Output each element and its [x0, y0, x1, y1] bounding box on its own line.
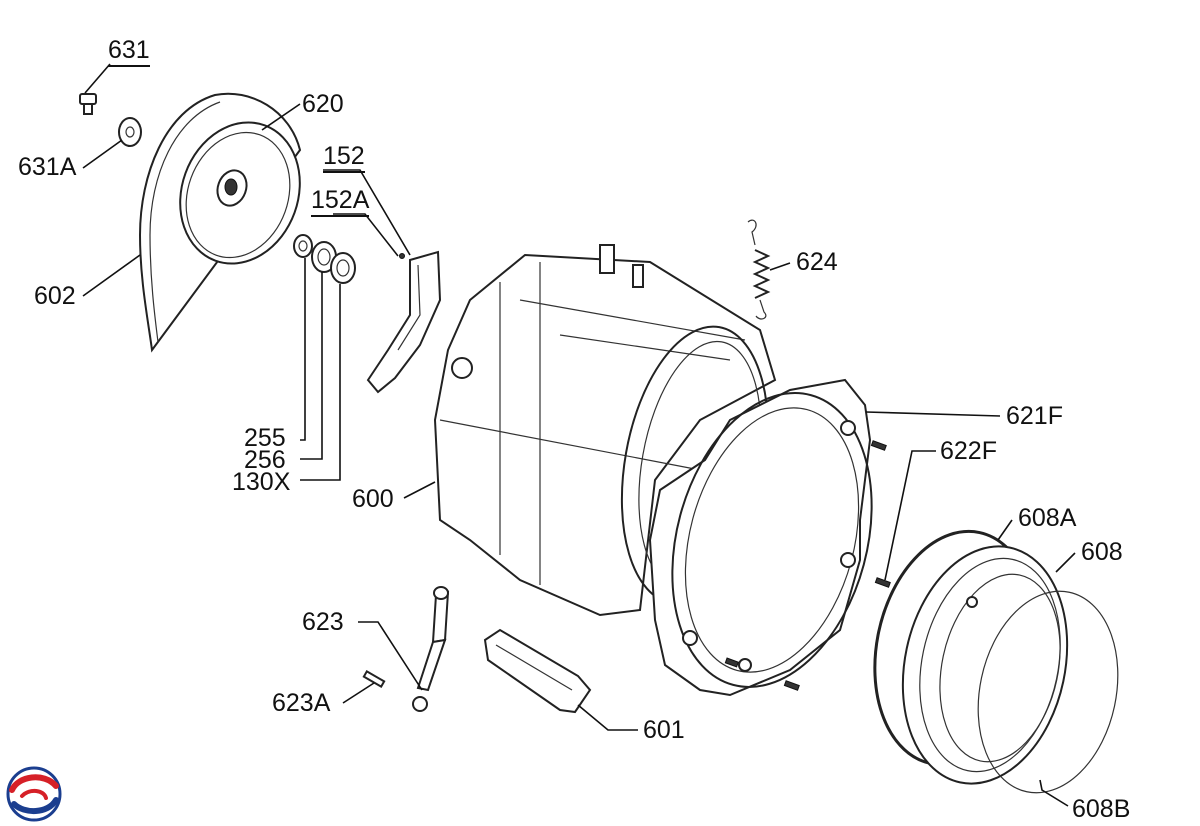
label-631a: 631A [18, 153, 77, 181]
belt-602-part [138, 92, 302, 353]
label-631: 631 [108, 38, 150, 67]
label-600: 600 [352, 485, 394, 513]
label-608a: 608A [1018, 504, 1077, 532]
tub-600-part [433, 244, 777, 617]
label-152: 152 [323, 144, 365, 173]
label-621f: 621F [1006, 402, 1063, 430]
label-130x: 130X [232, 468, 291, 496]
bolt-631-part [79, 93, 97, 115]
label-601: 601 [643, 716, 685, 744]
spring-624-part [747, 219, 771, 320]
label-608: 608 [1081, 538, 1123, 566]
label-622f: 622F [940, 437, 997, 465]
label-624: 624 [796, 248, 838, 276]
label-256: 256 [244, 446, 286, 474]
leader-lines [82, 63, 1076, 807]
label-623a: 623A [272, 689, 331, 717]
label-152a: 152A [311, 188, 370, 217]
drum-lifter-601-part [483, 628, 592, 714]
pin-623a-part [362, 670, 386, 688]
label-255: 255 [244, 424, 286, 452]
label-608b: 608B [1072, 795, 1131, 823]
label-623: 623 [302, 608, 344, 636]
clamp-608b-part [977, 590, 1119, 794]
bracket-152-part [366, 250, 442, 394]
brand-swirl-icon [6, 766, 62, 822]
label-620: 620 [302, 90, 344, 118]
washer-631a-part [118, 117, 142, 147]
screws-622f-part [724, 440, 891, 691]
label-602: 602 [34, 282, 76, 310]
shock-absorber-623-part [412, 586, 450, 712]
front-frame-621f-part [648, 378, 873, 697]
pulley-620-part [179, 121, 301, 265]
bearings-part [293, 234, 356, 284]
